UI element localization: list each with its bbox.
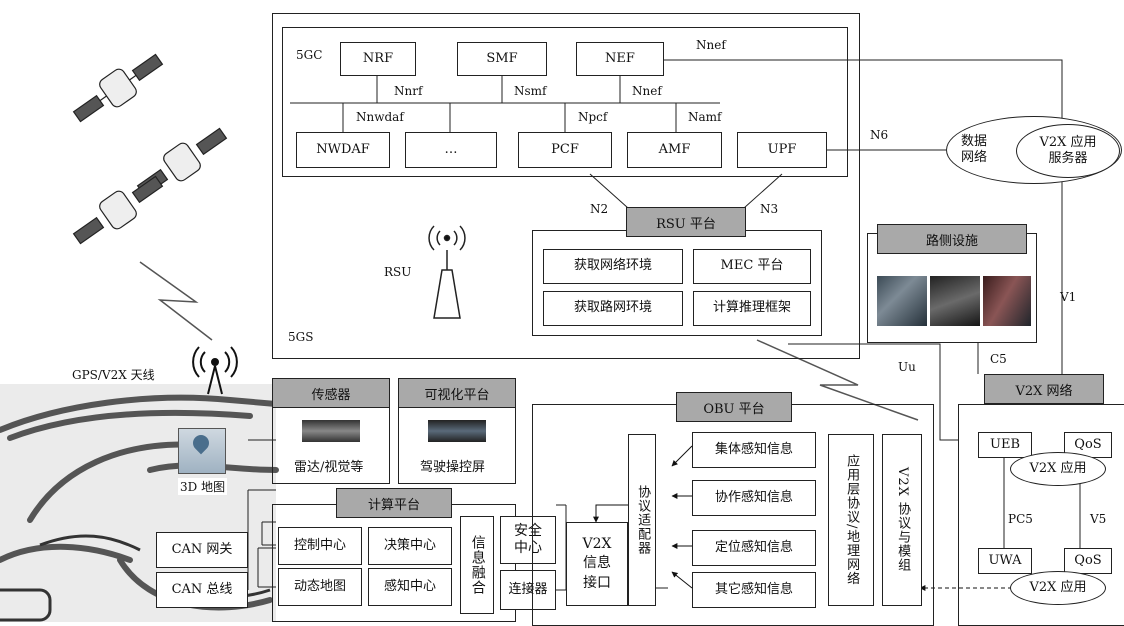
dynamic-map: 动态地图 <box>278 568 362 606</box>
sensor-title: 传感器 <box>272 378 390 408</box>
antenna-label: GPS/V2X 天线 <box>72 366 155 383</box>
get-network-env: 获取网络环境 <box>543 249 683 284</box>
v2x-network-title: V2X 网络 <box>984 374 1104 404</box>
sensor-image <box>302 420 360 442</box>
iface-namf: Namf <box>688 110 721 124</box>
positioning-perception: 定位感知信息 <box>692 530 816 566</box>
collective-perception: 集体感知信息 <box>692 432 816 468</box>
v2x-app-bottom: V2X 应用 <box>1010 571 1106 605</box>
label-5gs: 5GS <box>288 330 313 344</box>
roadside-camera-image-2 <box>930 276 980 326</box>
obu-title: OBU 平台 <box>676 392 792 422</box>
smf-box: SMF <box>457 42 547 76</box>
roadside-title: 路侧设施 <box>877 224 1027 254</box>
control-center: 控制中心 <box>278 527 362 565</box>
compute-title: 计算平台 <box>336 488 452 518</box>
dashboard-image <box>428 420 486 442</box>
map-pin-icon <box>178 428 226 474</box>
iface-v5: V5 <box>1090 512 1106 526</box>
iface-n3: N3 <box>760 202 778 216</box>
viz-title: 可视化平台 <box>398 378 516 408</box>
decision-center: 决策中心 <box>368 527 452 565</box>
can-gateway: CAN 网关 <box>156 532 248 568</box>
perception-center: 感知中心 <box>368 568 452 606</box>
rsu-platform-title: RSU 平台 <box>626 207 746 237</box>
upf-box: UPF <box>737 132 827 168</box>
v2x-protocol-module: V2X 协议与模组 <box>882 434 922 606</box>
viz-caption: 驾驶操控屏 <box>420 456 485 475</box>
ueb-box: UEB <box>978 432 1032 458</box>
rsu-label: RSU <box>384 265 411 279</box>
ellipsis-box: … <box>405 132 497 168</box>
get-road-env: 获取路网环境 <box>543 291 683 326</box>
iface-v1: V1 <box>1060 290 1076 304</box>
compute-framework: 计算推理框架 <box>693 291 811 326</box>
iface-nnef-bus: Nnef <box>632 84 662 98</box>
iface-npcf: Npcf <box>578 110 607 124</box>
v2x-app-top: V2X 应用 <box>1010 452 1106 486</box>
iface-nnwdaf: Nnwdaf <box>356 110 404 124</box>
other-perception: 其它感知信息 <box>692 572 816 608</box>
protocol-adapter: 协议适配器 <box>628 434 656 606</box>
sensor-caption: 雷达/视觉等 <box>294 456 363 475</box>
iface-uu: Uu <box>898 360 916 374</box>
label-5gc: 5GC <box>296 48 322 62</box>
mec-platform: MEC 平台 <box>693 249 811 284</box>
iface-nsmf: Nsmf <box>514 84 546 98</box>
nef-box: NEF <box>576 42 664 76</box>
iface-nnef-top: Nnef <box>696 38 726 52</box>
qos-bottom-box: QoS <box>1064 548 1112 574</box>
nwdaf-box: NWDAF <box>296 132 390 168</box>
roadside-camera-image-3 <box>983 276 1031 326</box>
wireless-link-icon <box>140 262 212 340</box>
cooperative-perception: 协作感知信息 <box>692 480 816 516</box>
can-bus: CAN 总线 <box>156 572 248 608</box>
v2x-info-interface: V2X 信息接口 <box>566 522 628 606</box>
iface-n2: N2 <box>590 202 608 216</box>
satellite-icon <box>68 46 232 252</box>
pcf-box: PCF <box>518 132 612 168</box>
iface-n6: N6 <box>870 128 888 142</box>
nrf-box: NRF <box>340 42 416 76</box>
app-layer-protocol: 应用层协议/地理网络 <box>828 434 874 606</box>
v2x-app-server: V2X 应用服务器 <box>1016 124 1120 178</box>
roadside-camera-image-1 <box>877 276 927 326</box>
info-fusion: 信息融合 <box>460 516 494 614</box>
data-network-label: 数据 网络 <box>961 134 987 165</box>
map3d-label: 3D 地图 <box>178 478 227 495</box>
uwa-box: UWA <box>978 548 1032 574</box>
iface-nnrf: Nnrf <box>394 84 422 98</box>
amf-box: AMF <box>627 132 722 168</box>
iface-pc5: PC5 <box>1008 512 1033 526</box>
iface-c5: C5 <box>990 352 1007 366</box>
